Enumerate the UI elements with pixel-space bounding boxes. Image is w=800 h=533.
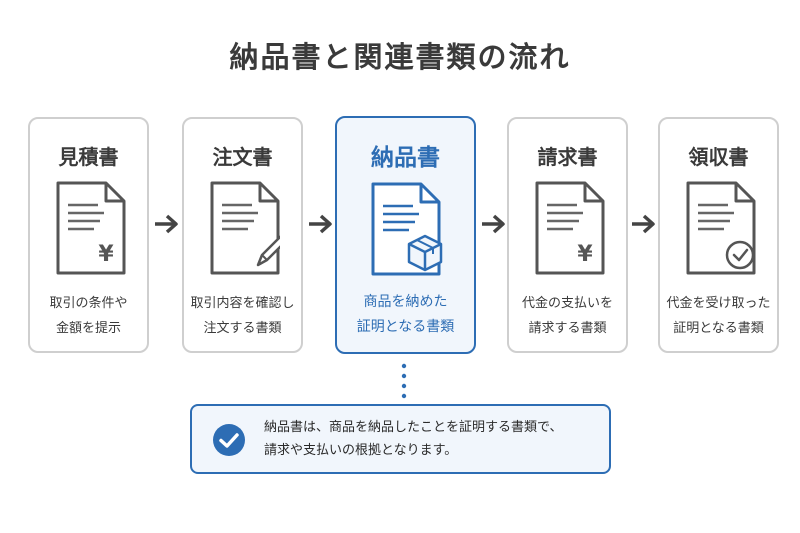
dotted-connector [401,363,407,399]
card-title: 納品書 [371,145,440,171]
card-title: 注文書 [212,145,273,169]
card-receipt: 領収書 代金を受け取った 証明となる書類 [658,117,779,353]
card-title: 領収書 [688,145,749,169]
card-description: 取引の条件や 金額を提示 [49,296,128,336]
check-document-icon [686,181,756,275]
card-description: 取引内容を確認し 注文する書類 [190,296,295,336]
note-text: 納品書は、商品を納品したことを証明する書類で、 請求や支払いの根拠となります。 [264,420,563,458]
arrow-right-icon [309,214,332,234]
check-circle-icon [213,424,245,456]
yen-document-icon: ¥ [535,181,605,275]
arrow-right-icon [482,214,505,234]
box-document-icon [371,182,443,276]
svg-text:¥: ¥ [577,242,593,267]
card-description: 代金の支払いを 請求する書類 [521,296,613,336]
card-description: 商品を納めた 証明となる書類 [356,294,455,335]
card-title: 請求書 [537,145,598,169]
page-title: 納品書と関連書類の流れ [229,40,571,74]
arrow-right-icon [155,214,178,234]
card-estimate: 見積書 ¥ 取引の条件や 金額を提示 [28,117,149,353]
svg-text:¥: ¥ [98,242,114,267]
pen-document-icon [210,181,280,275]
card-invoice: 請求書 ¥ 代金の支払いを 請求する書類 [507,117,628,353]
yen-document-icon: ¥ [56,181,126,275]
arrow-right-icon [632,214,655,234]
card-description: 代金を受け取った 証明となる書類 [666,296,771,336]
card-title: 見積書 [58,145,119,169]
card-delivery-note: 納品書 商品を納めた 証明となる書類 [335,116,476,354]
card-order: 注文書 取引内容を確認し 注文する書類 [182,117,303,353]
note-box: 納品書は、商品を納品したことを証明する書類で、 請求や支払いの根拠となります。 [190,404,611,474]
